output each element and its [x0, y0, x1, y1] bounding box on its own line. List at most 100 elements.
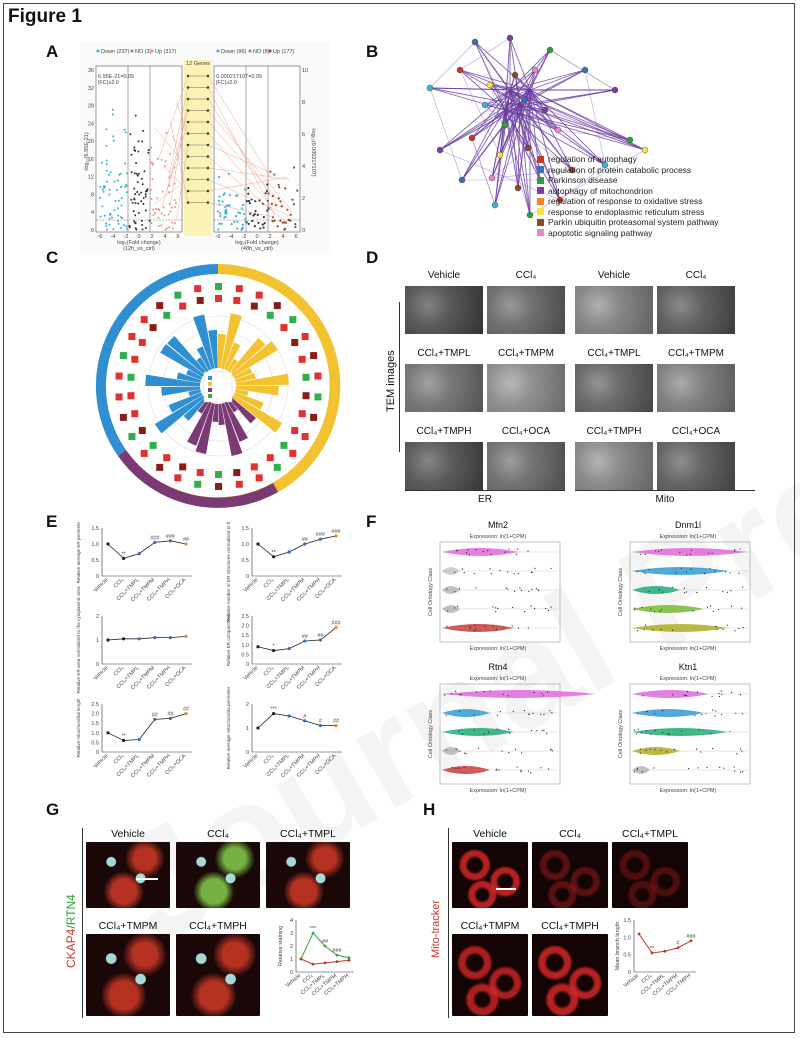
network-edge — [504, 109, 561, 201]
f-dot — [547, 609, 550, 612]
f-dot — [444, 694, 446, 696]
f-dot — [636, 769, 638, 771]
f-dot — [735, 712, 737, 714]
figure-title: Figure 1 — [8, 6, 82, 27]
volcano-dot — [144, 209, 147, 212]
e-ytick: 2.5 — [91, 702, 99, 708]
volcano-dot — [164, 228, 167, 231]
network-edge — [519, 104, 606, 166]
a-right-legend-no: NO (8) — [253, 49, 270, 55]
h-chart-point — [676, 946, 680, 950]
g-fluorescence-image — [266, 842, 350, 908]
volcano-dot — [102, 190, 105, 193]
volcano-dot — [136, 181, 139, 184]
volcano-dot — [148, 219, 151, 222]
g-chart-significance: ## — [322, 939, 329, 945]
f-dot — [650, 733, 652, 735]
a-right-xlabel: log₂(Fold change) — [235, 240, 279, 246]
volcano-dot — [119, 226, 122, 229]
f-dot — [730, 590, 732, 592]
network-node — [514, 184, 522, 192]
f-dot — [718, 692, 720, 695]
f-dot — [729, 730, 731, 733]
a-right-threshold: 0.000217107=0.05 — [216, 74, 262, 80]
f-dot — [734, 550, 736, 552]
e-point — [122, 637, 126, 641]
circos-bar — [221, 402, 243, 457]
f-dot — [689, 553, 692, 556]
volcano-dot — [162, 206, 165, 209]
volcano-dot — [154, 208, 157, 211]
e-ytick: 0 — [246, 662, 249, 668]
volcano-dot — [235, 215, 238, 218]
f-dot — [648, 590, 650, 593]
f-dot — [511, 606, 514, 609]
h-chart-significance: # — [676, 941, 680, 947]
volcano-dot — [291, 198, 294, 201]
volcano-dot — [236, 227, 239, 230]
volcano-dot — [144, 193, 147, 196]
network-node — [511, 71, 519, 79]
f-dot — [475, 549, 477, 551]
f-dot — [666, 751, 668, 753]
f-dot — [661, 731, 664, 734]
f-dot — [496, 728, 498, 730]
b-legend-swatch — [537, 176, 544, 184]
g-fluorescence-image — [176, 842, 260, 908]
f-dot — [652, 629, 654, 631]
h-image-label: CCl₄+TMPL — [622, 828, 678, 840]
volcano-dot — [263, 222, 266, 225]
f-dot — [473, 714, 475, 716]
f-dot — [730, 605, 733, 607]
f-dot — [508, 732, 511, 734]
volcano-dot — [278, 186, 281, 189]
circos-box — [302, 392, 310, 400]
f-dot — [530, 771, 532, 774]
circos-bar — [188, 389, 202, 397]
f-dot — [635, 733, 638, 735]
network-edge — [529, 69, 536, 91]
f-dot — [499, 710, 501, 713]
e-significance: ## — [302, 634, 309, 640]
network-node — [626, 136, 634, 144]
g-image-label: CCl₄+TMPH — [189, 920, 247, 932]
e-point — [106, 731, 110, 735]
volcano-dot — [103, 186, 106, 189]
f-dot — [446, 588, 448, 590]
f-dot — [451, 767, 453, 769]
h-side-label: Mito-tracker — [430, 899, 442, 958]
volcano-dot — [125, 183, 128, 186]
e-significance: ### — [331, 621, 341, 627]
a-left-xtick: 0 — [137, 234, 140, 240]
a-left-xsub: (12h_vs_ctrl) — [123, 246, 155, 252]
volcano-dot — [102, 185, 105, 188]
circos-bar — [227, 399, 238, 413]
network-edge — [509, 49, 551, 91]
volcano-dot — [262, 226, 265, 229]
f-dot — [550, 606, 552, 608]
network-node — [496, 151, 504, 159]
volcano-dot — [115, 189, 118, 192]
circos-box — [131, 410, 139, 418]
h-chart-point — [650, 951, 654, 955]
network-node — [611, 86, 619, 94]
network-node — [541, 106, 549, 114]
e-ytick: 2.0 — [91, 712, 99, 718]
circos-box — [149, 441, 157, 449]
f-dot — [718, 609, 720, 611]
f-axis-bottom: Expression: ln(1+CPM) — [470, 646, 527, 652]
volcano-dot — [141, 224, 144, 227]
e-significance: ## — [302, 537, 309, 543]
f-gene-name: Rtn4 — [488, 662, 507, 672]
b-legend-label: regulation of protein catabolic process — [548, 164, 692, 175]
h-chart-xtick: Vehicle — [623, 973, 640, 989]
f-dot — [547, 768, 549, 770]
volcano-dot — [154, 211, 157, 214]
volcano-dot — [224, 212, 227, 215]
e-xtick: CCl₄ — [263, 753, 276, 766]
circos-bar — [235, 373, 289, 386]
f-dot — [475, 587, 477, 589]
circos-box — [302, 373, 310, 381]
